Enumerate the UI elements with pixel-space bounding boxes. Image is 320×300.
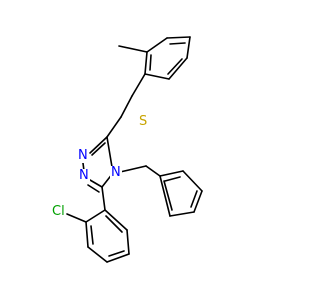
bond [119, 165, 147, 173]
bond [85, 209, 106, 223]
bond [118, 45, 148, 53]
bond [66, 213, 87, 223]
bond [104, 209, 128, 231]
sulfur-atom-label: S [138, 114, 149, 129]
bond [90, 225, 94, 245]
structure-canvas: S N N N Cl [51, 36, 203, 263]
bond [186, 36, 191, 59]
bond [87, 246, 108, 263]
nitrogen-atom-label-n4: N [110, 165, 122, 180]
bond [168, 57, 188, 80]
bond [163, 180, 173, 211]
chlorine-atom-label: Cl [51, 204, 66, 219]
bond [106, 116, 122, 138]
bond [159, 170, 184, 177]
bond [146, 37, 168, 53]
bond [108, 250, 125, 257]
bond-layer [66, 36, 203, 263]
bond [193, 190, 203, 213]
bond [126, 229, 130, 255]
bond [89, 136, 108, 154]
nitrogen-atom-label-n2: N [78, 168, 90, 183]
bond [167, 58, 183, 75]
bond [144, 51, 148, 75]
bond [87, 184, 100, 193]
bond [159, 175, 171, 217]
bond [101, 186, 106, 211]
bond [144, 73, 170, 80]
bond [182, 170, 203, 192]
bond [169, 211, 195, 217]
bond [91, 142, 106, 156]
bond [105, 215, 123, 233]
bond [190, 190, 198, 208]
bond [145, 165, 161, 177]
bond [89, 179, 103, 188]
bond [166, 36, 191, 39]
bond [106, 253, 130, 263]
bond [149, 54, 152, 71]
bond [120, 95, 133, 118]
nitrogen-atom-label-n1: N [77, 148, 89, 163]
bond [131, 73, 146, 97]
bond [85, 221, 89, 248]
bond [169, 42, 186, 45]
bond [164, 176, 181, 182]
